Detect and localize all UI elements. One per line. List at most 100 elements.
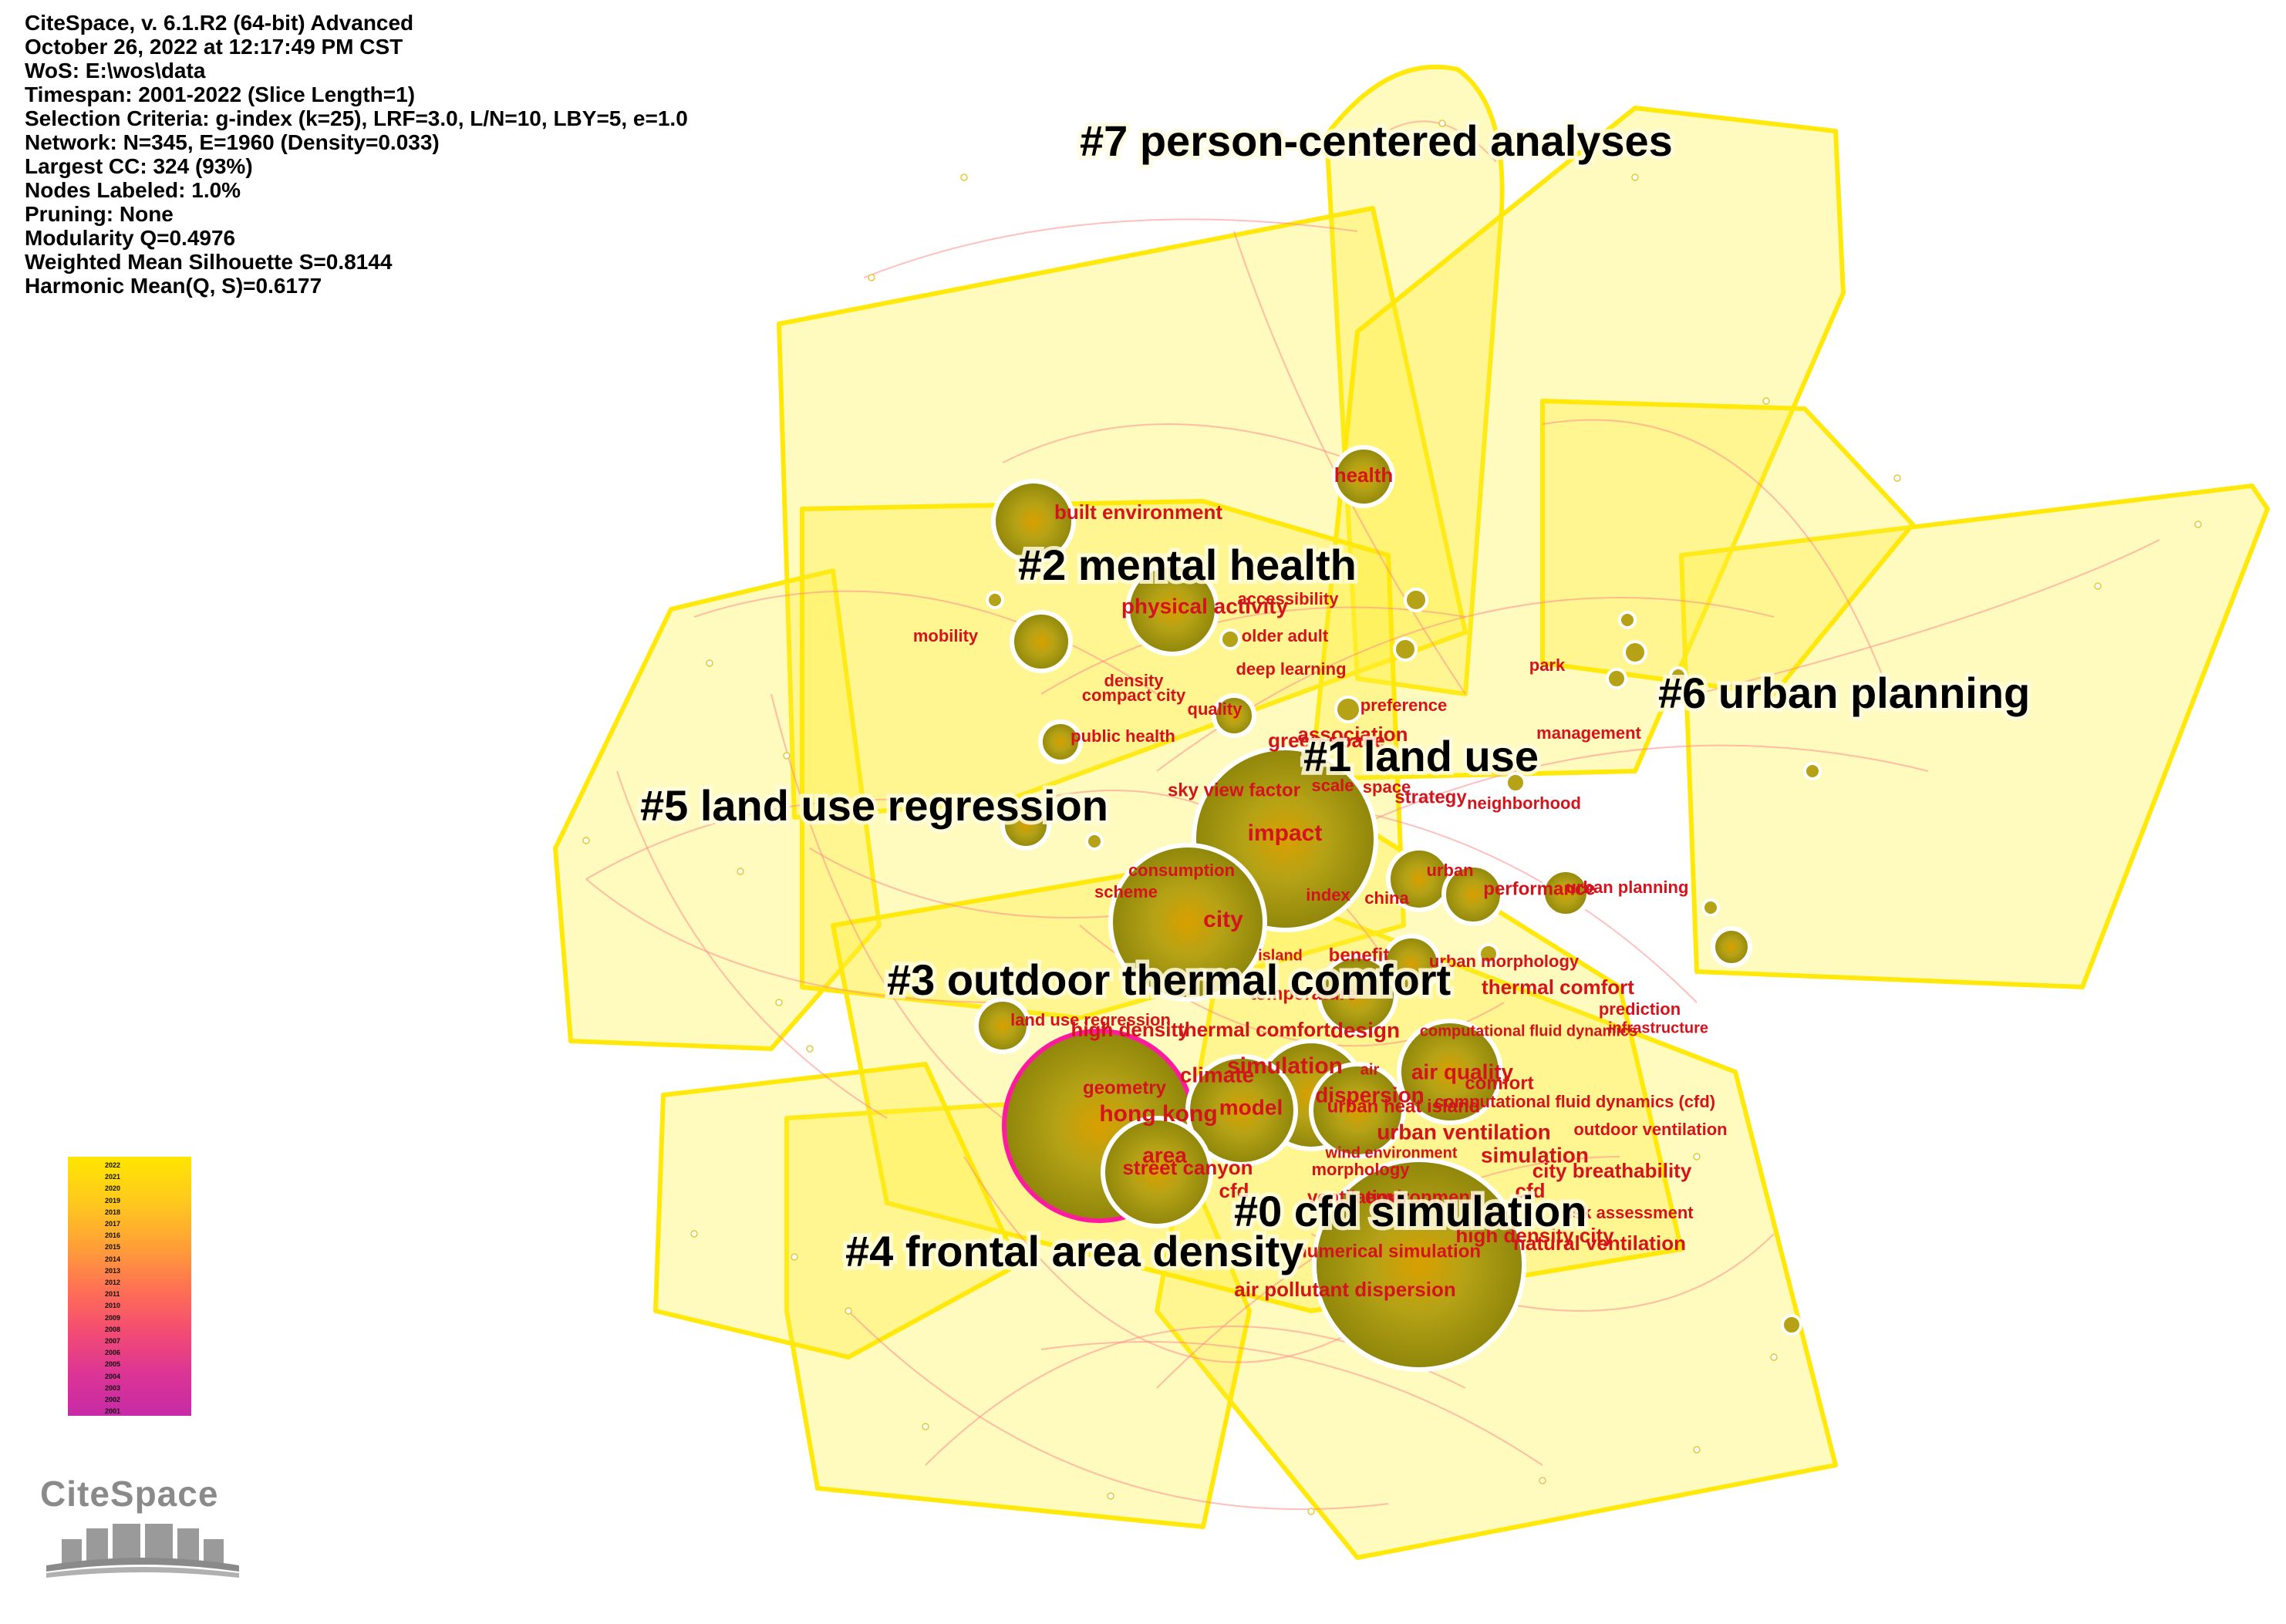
legend-year-label: 2014 (105, 1255, 121, 1263)
legend-year-label: 2006 (105, 1349, 121, 1357)
legend-year-label: 2017 (105, 1220, 121, 1228)
kw-high-density: high density (1071, 1018, 1189, 1041)
kw-cfd-parenthesized: computational fluid dynamics (cfd) (1435, 1092, 1715, 1111)
kw-green-space: green space (1268, 729, 1385, 752)
kw-deep-learning: deep learning (1236, 659, 1346, 679)
node-extra-c[interactable] (1540, 868, 1591, 918)
legend-year-label: 2021 (105, 1173, 121, 1181)
kw-risk-assessment: risk assessment (1561, 1203, 1694, 1222)
run-info-panel: CiteSpace, v. 6.1.R2 (64-bit) Advanced O… (25, 11, 688, 298)
kw-impact: impact (1248, 820, 1323, 846)
node-mobility[interactable] (1010, 610, 1073, 673)
legend-year-label: 2007 (105, 1337, 121, 1345)
legend-year-label: 2001 (105, 1407, 121, 1416)
info-line: Pruning: None (25, 202, 174, 226)
node-built-environment[interactable] (991, 479, 1076, 564)
kw-design: design (1330, 1018, 1400, 1042)
node-extra-a[interactable] (1000, 800, 1051, 851)
node-quality[interactable] (1212, 693, 1256, 738)
legend-year-label: 2008 (105, 1325, 121, 1333)
kw-dispersion: dispersion (1315, 1083, 1425, 1107)
node-benefit[interactable] (1381, 934, 1441, 994)
node-physical-activity[interactable] (1125, 562, 1219, 656)
citation-links (585, 120, 2160, 1511)
info-line: WoS: E:\wos\data (25, 59, 206, 83)
peripheral-dots (582, 120, 2202, 1515)
logo-text: CiteSpace (40, 1474, 219, 1514)
kw-thermal-comfort-right: thermal comfort (1482, 975, 1634, 999)
citespace-logo: CiteSpace (31, 1473, 255, 1589)
kw-land-use-regression: land use regression (1010, 1010, 1171, 1029)
legend-year-label: 2011 (105, 1290, 120, 1299)
legend-year-label: 2020 (105, 1184, 121, 1193)
info-line: Largest CC: 324 (93%) (25, 154, 253, 178)
legend-year-label: 2005 (105, 1360, 121, 1369)
kw-older-adult: older adult (1242, 626, 1329, 645)
kw-preference: preference (1360, 696, 1448, 715)
legend-year-label: 2016 (105, 1231, 121, 1240)
kw-city-breathability: city breathability (1532, 1159, 1692, 1182)
kw-urban-ventilation: urban ventilation (1377, 1120, 1551, 1144)
info-line: Modularity Q=0.4976 (25, 226, 236, 250)
kw-air-pollutant-dispersion: air pollutant dispersion (1234, 1278, 1455, 1301)
legend-year-label: 2022 (105, 1161, 121, 1169)
small-nodes (986, 588, 1822, 1336)
legend-year-label: 2018 (105, 1208, 121, 1216)
node-health[interactable] (1332, 445, 1395, 508)
legend-year-label: 2019 (105, 1196, 121, 1205)
keyword-labels: health built environment physical activi… (913, 463, 1728, 1301)
kw-thermal-comfort: thermal comfort (1178, 1018, 1330, 1041)
kw-morphology: morphology (1311, 1160, 1410, 1179)
node-public-health[interactable] (1038, 719, 1083, 764)
node-air-quality[interactable] (1397, 1019, 1503, 1125)
info-line: CiteSpace, v. 6.1.R2 (64-bit) Advanced (25, 11, 414, 35)
kw-mobility: mobility (913, 626, 979, 645)
node-performance[interactable] (1441, 863, 1505, 926)
kw-density: density (1104, 671, 1164, 690)
node-extra-b[interactable] (1711, 926, 1752, 968)
kw-comfort: comfort (1465, 1073, 1533, 1093)
kw-ventilation: ventilation (1307, 1187, 1400, 1208)
hull-cluster-left (553, 568, 882, 1051)
node-design[interactable] (1317, 954, 1398, 1036)
legend-year-label: 2002 (105, 1396, 121, 1403)
legend-year-label: 2012 (105, 1279, 121, 1286)
kw-cfd-long: computational fluid dynamics (1420, 1023, 1637, 1039)
kw-strategy: strategy (1394, 787, 1467, 807)
kw-neighborhood: neighborhood (1467, 793, 1581, 813)
cluster-label-0[interactable]: #0 cfd simulation (1230, 1183, 1590, 1239)
logo-book-icon (46, 1524, 239, 1578)
node-model[interactable] (1185, 1054, 1298, 1167)
cluster-label-3[interactable]: #3 outdoor thermal comfort (883, 952, 1455, 1008)
kw-cfd-right: cfd (1516, 1179, 1546, 1202)
info-line: Selection Criteria: g-index (k=25), LRF=… (25, 106, 688, 130)
kw-cfd-left: cfd (1219, 1179, 1249, 1202)
cluster-label-2[interactable]: #2 mental health (1014, 537, 1360, 593)
cluster-label-1[interactable]: #1 land use (1300, 728, 1543, 784)
kw-city: city (1203, 907, 1243, 932)
kw-benefit: benefit (1329, 945, 1390, 965)
cluster-labels: #7 person-centered analyses #2 mental he… (636, 113, 2034, 1279)
kw-hong-kong: hong kong (1099, 1101, 1217, 1127)
kw-space: space (1363, 777, 1411, 797)
kw-natural-ventilation: natural ventilation (1513, 1231, 1686, 1255)
cluster-label-7[interactable]: #7 person-centered analyses (1076, 113, 1677, 169)
node-land-use-regression[interactable] (974, 997, 1031, 1054)
node-city[interactable] (1108, 843, 1267, 1002)
legend-year-label: 2013 (105, 1266, 121, 1275)
kw-urban-morphology: urban morphology (1429, 952, 1580, 971)
kw-wind-environment: wind environment (1324, 1144, 1457, 1161)
kw-index: index (1306, 885, 1350, 905)
kw-infrastructure: infrastructure (1608, 1019, 1708, 1036)
info-line: October 26, 2022 at 12:17:49 PM CST (25, 35, 403, 59)
kw-model: model (1219, 1095, 1283, 1119)
cluster-label-6[interactable]: #6 urban planning (1654, 665, 2034, 721)
kw-scheme: scheme (1094, 882, 1158, 901)
node-dispersion[interactable] (1309, 1062, 1406, 1159)
cluster-label-4[interactable]: #4 frontal area density (841, 1223, 1307, 1279)
kw-physical-activity: physical activity (1121, 594, 1289, 618)
kw-management: management (1536, 723, 1641, 743)
node-street-canyon[interactable] (1101, 1116, 1213, 1228)
cluster-label-5[interactable]: #5 land use regression (636, 777, 1112, 834)
node-cfd-simulation[interactable] (1312, 1157, 1526, 1372)
